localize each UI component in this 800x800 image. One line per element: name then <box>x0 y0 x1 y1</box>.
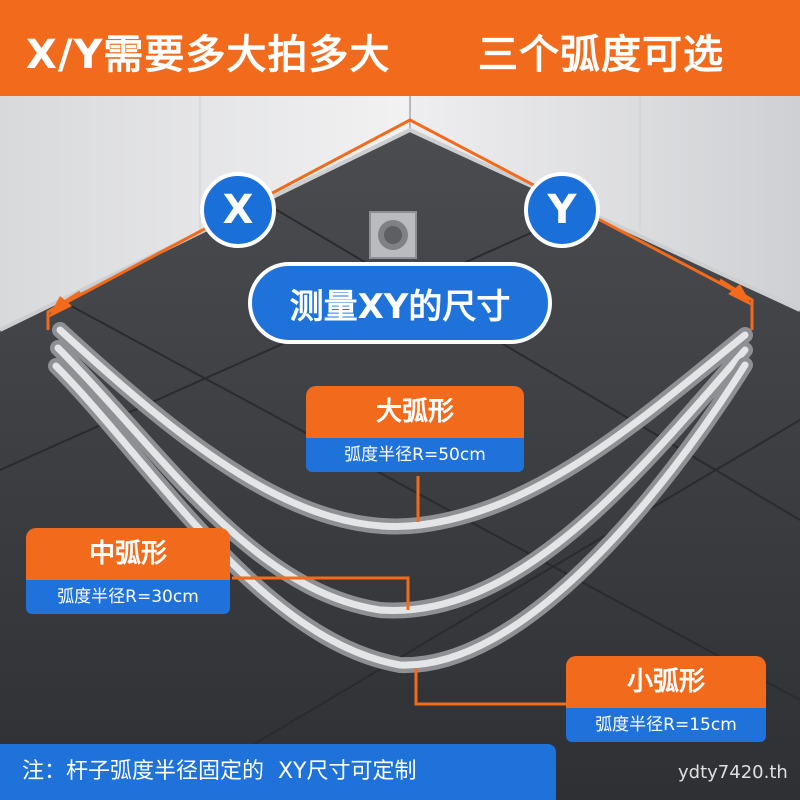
tag-subtitle: 弧度半径R=15cm <box>566 708 766 742</box>
footnote: 注：杆子弧度半径固定的 XY尺寸可定制 <box>0 744 556 800</box>
tag-subtitle: 弧度半径R=30cm <box>26 580 230 614</box>
x-marker: X <box>200 172 276 248</box>
tag-title: 小弧形 <box>566 656 766 708</box>
measure-label: 测量XY的尺寸 <box>248 262 552 344</box>
banner-right-text: 三个弧度可选 <box>478 32 724 78</box>
tag-subtitle: 弧度半径R=50cm <box>306 438 524 472</box>
tag-title: 中弧形 <box>26 528 230 580</box>
watermark: ydty7420.th <box>678 762 788 783</box>
tag-medium-arc: 中弧形 弧度半径R=30cm <box>26 528 230 614</box>
top-banner: X/Y需要多大拍多大 三个弧度可选 <box>0 0 800 96</box>
tag-small-arc: 小弧形 弧度半径R=15cm <box>566 656 766 742</box>
banner-left-text: X/Y需要多大拍多大 <box>26 32 391 78</box>
tag-title: 大弧形 <box>306 386 524 438</box>
right-wall <box>410 96 800 310</box>
floor-drain <box>369 211 417 259</box>
tag-large-arc: 大弧形 弧度半径R=50cm <box>306 386 524 472</box>
leader-lines <box>232 476 566 706</box>
y-marker: Y <box>524 172 600 248</box>
